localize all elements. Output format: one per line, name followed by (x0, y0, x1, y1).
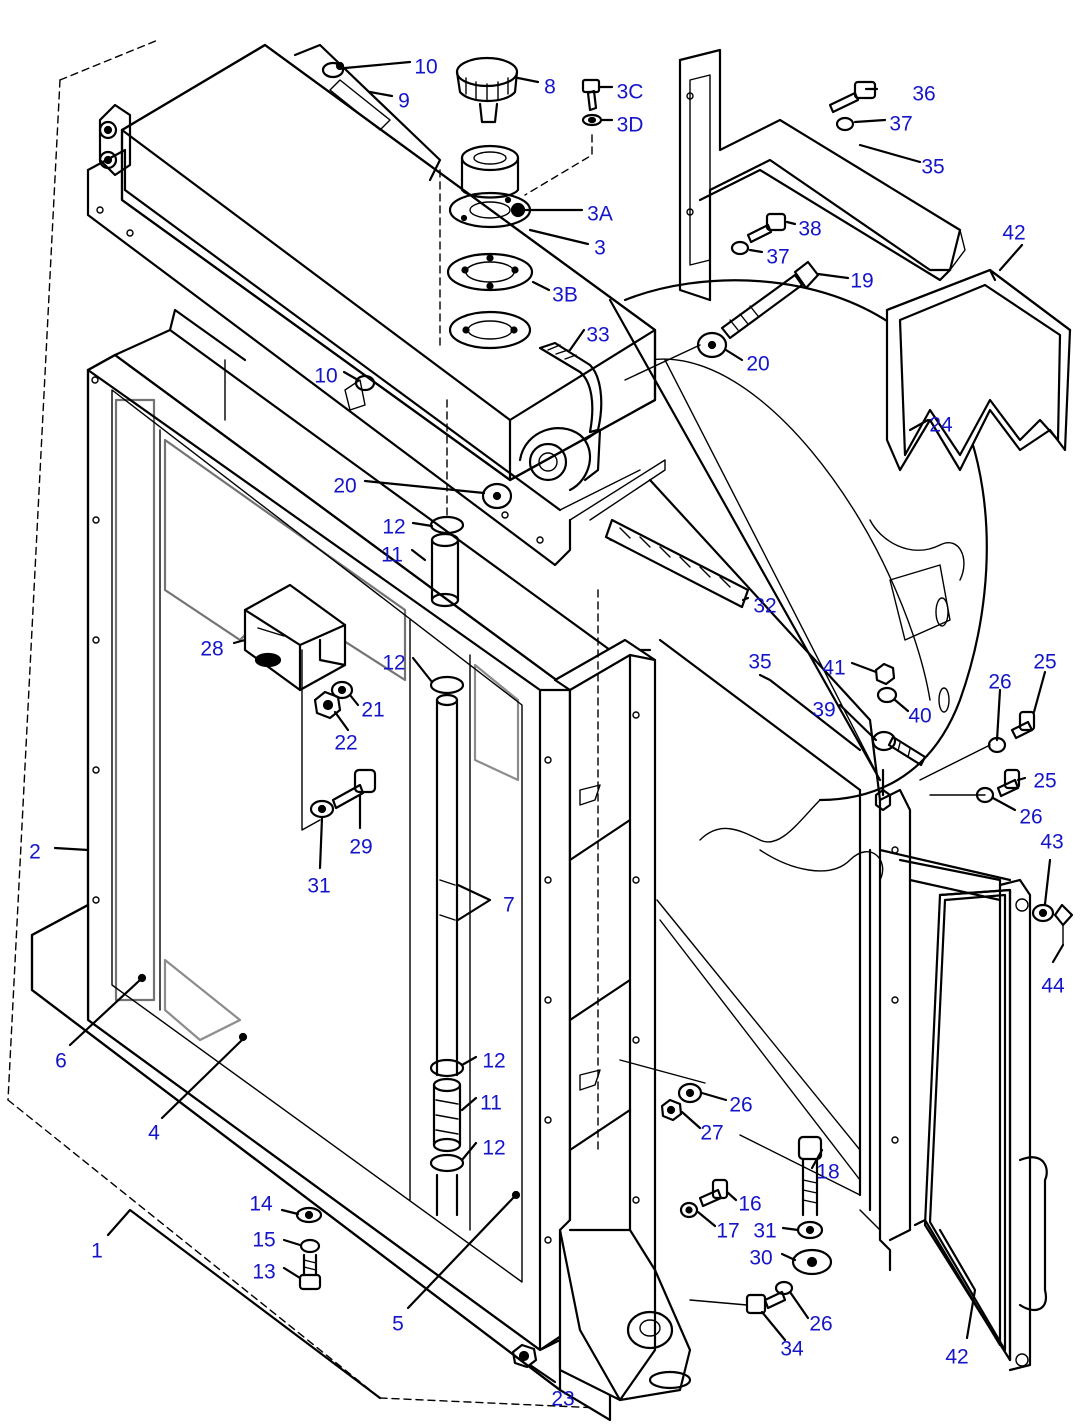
fasteners-43-44 (1031, 903, 1074, 946)
side-screen-lower (878, 848, 1048, 1372)
fasteners-26-27 (619, 1059, 706, 1122)
fasteners-13-15 (295, 1206, 323, 1291)
callout-c43: 43 (1040, 831, 1063, 854)
callout-c3: 3 (594, 237, 606, 260)
callout-c30: 30 (749, 1247, 772, 1270)
callout-c44: 44 (1041, 975, 1065, 998)
callout-c3c: 3C (617, 81, 644, 104)
callout-c12c: 12 (482, 1050, 505, 1073)
callout-c16: 16 (738, 1193, 761, 1216)
callout-c26c: 26 (729, 1094, 752, 1117)
retaining-strap (538, 341, 603, 434)
bracket-28 (243, 583, 347, 692)
callout-leader-lines (53, 60, 1065, 1400)
callout-c25b: 25 (1033, 770, 1056, 793)
water-pipe-and-hoses (429, 399, 465, 1217)
callout-c11b: 11 (480, 1092, 502, 1115)
callout-c42a: 42 (1002, 222, 1025, 245)
callout-c23: 23 (551, 1388, 574, 1411)
callout-c10a: 10 (414, 56, 437, 79)
callout-c42b: 42 (945, 1346, 968, 1369)
callout-c9: 9 (398, 90, 410, 113)
callout-c33: 33 (586, 324, 609, 347)
callout-c27: 27 (700, 1122, 723, 1145)
callout-c19: 19 (850, 270, 873, 293)
callout-c22: 22 (334, 732, 357, 755)
callout-c40: 40 (908, 705, 931, 728)
nut-23 (511, 1343, 538, 1369)
callout-c15: 15 (252, 1229, 275, 1252)
callout-c14: 14 (249, 1193, 273, 1216)
callout-c3b: 3B (552, 284, 578, 307)
bolt-34-washer-26 (689, 1280, 794, 1315)
callout-c20a: 20 (746, 353, 769, 376)
assembly-boundary-outline (7, 39, 601, 1409)
diagonal-brace-32 (604, 518, 750, 609)
callout-c1: 1 (91, 1240, 103, 1263)
callout-c39: 39 (812, 699, 835, 722)
callout-c37a: 37 (889, 113, 912, 136)
right-side-channel (553, 589, 657, 1402)
top-left-hinge (98, 103, 132, 177)
callout-c20b: 20 (333, 475, 356, 498)
callout-c13: 13 (252, 1261, 275, 1284)
callout-c12d: 12 (482, 1137, 505, 1160)
fan-shroud (623, 279, 988, 881)
fasteners-25-26-39-41 (871, 662, 1036, 812)
callout-c2: 2 (29, 841, 41, 864)
callout-c21: 21 (361, 699, 384, 722)
callout-c26a: 26 (988, 671, 1011, 694)
callout-c3d: 3D (617, 114, 644, 137)
callout-c24: 24 (929, 414, 953, 437)
top-hose-clamp (293, 43, 442, 182)
callout-c32: 32 (753, 595, 776, 618)
callout-c37b: 37 (766, 246, 789, 269)
callout-c10b: 10 (314, 365, 337, 388)
tank-outlet-hose (344, 374, 602, 492)
long-bolt-19 (624, 260, 820, 381)
callout-c35b: 35 (748, 651, 771, 674)
bottom-hinge (558, 1228, 692, 1402)
callout-c11a: 11 (381, 544, 403, 567)
callout-c12b: 12 (382, 652, 405, 675)
filler-cap-assembly (446, 56, 603, 350)
side-screen-upper (885, 268, 1072, 472)
bolt-18-and-washers (739, 1134, 881, 1276)
upper-support-bracket (678, 48, 966, 302)
surge-tank (120, 43, 657, 482)
callout-c3a: 3A (587, 203, 613, 226)
fasteners-21-22-29-31 (301, 649, 377, 831)
callout-c31b: 31 (753, 1220, 776, 1243)
callout-c7: 7 (503, 894, 515, 917)
callout-c29: 29 (349, 836, 372, 859)
callout-c35a: 35 (921, 156, 944, 179)
bolt-16-washer-17 (679, 1178, 729, 1219)
callout-c25a: 25 (1033, 651, 1056, 674)
callout-c28: 28 (200, 638, 223, 661)
callout-c4: 4 (148, 1122, 160, 1145)
crossbar-35 (608, 298, 882, 782)
callout-c6: 6 (55, 1050, 67, 1073)
callout-c38: 38 (798, 218, 821, 241)
callout-labels: 1233A3B3C3D45678910101111121212121314151… (29, 56, 1065, 1411)
callout-c36: 36 (912, 83, 935, 106)
callout-c31a: 31 (307, 875, 330, 898)
callout-c18: 18 (816, 1161, 839, 1184)
callout-c8: 8 (544, 76, 556, 99)
callout-c26b: 26 (1019, 806, 1042, 829)
callout-c5: 5 (392, 1313, 404, 1336)
callout-c41: 41 (822, 657, 845, 680)
callout-c17: 17 (716, 1220, 739, 1243)
callout-c34: 34 (780, 1338, 804, 1361)
washers-20 (481, 331, 728, 510)
mounting-bolts-36-38 (730, 80, 877, 256)
callout-c12a: 12 (382, 516, 405, 539)
callout-c26d: 26 (809, 1313, 832, 1336)
top-cross-member (86, 148, 666, 567)
